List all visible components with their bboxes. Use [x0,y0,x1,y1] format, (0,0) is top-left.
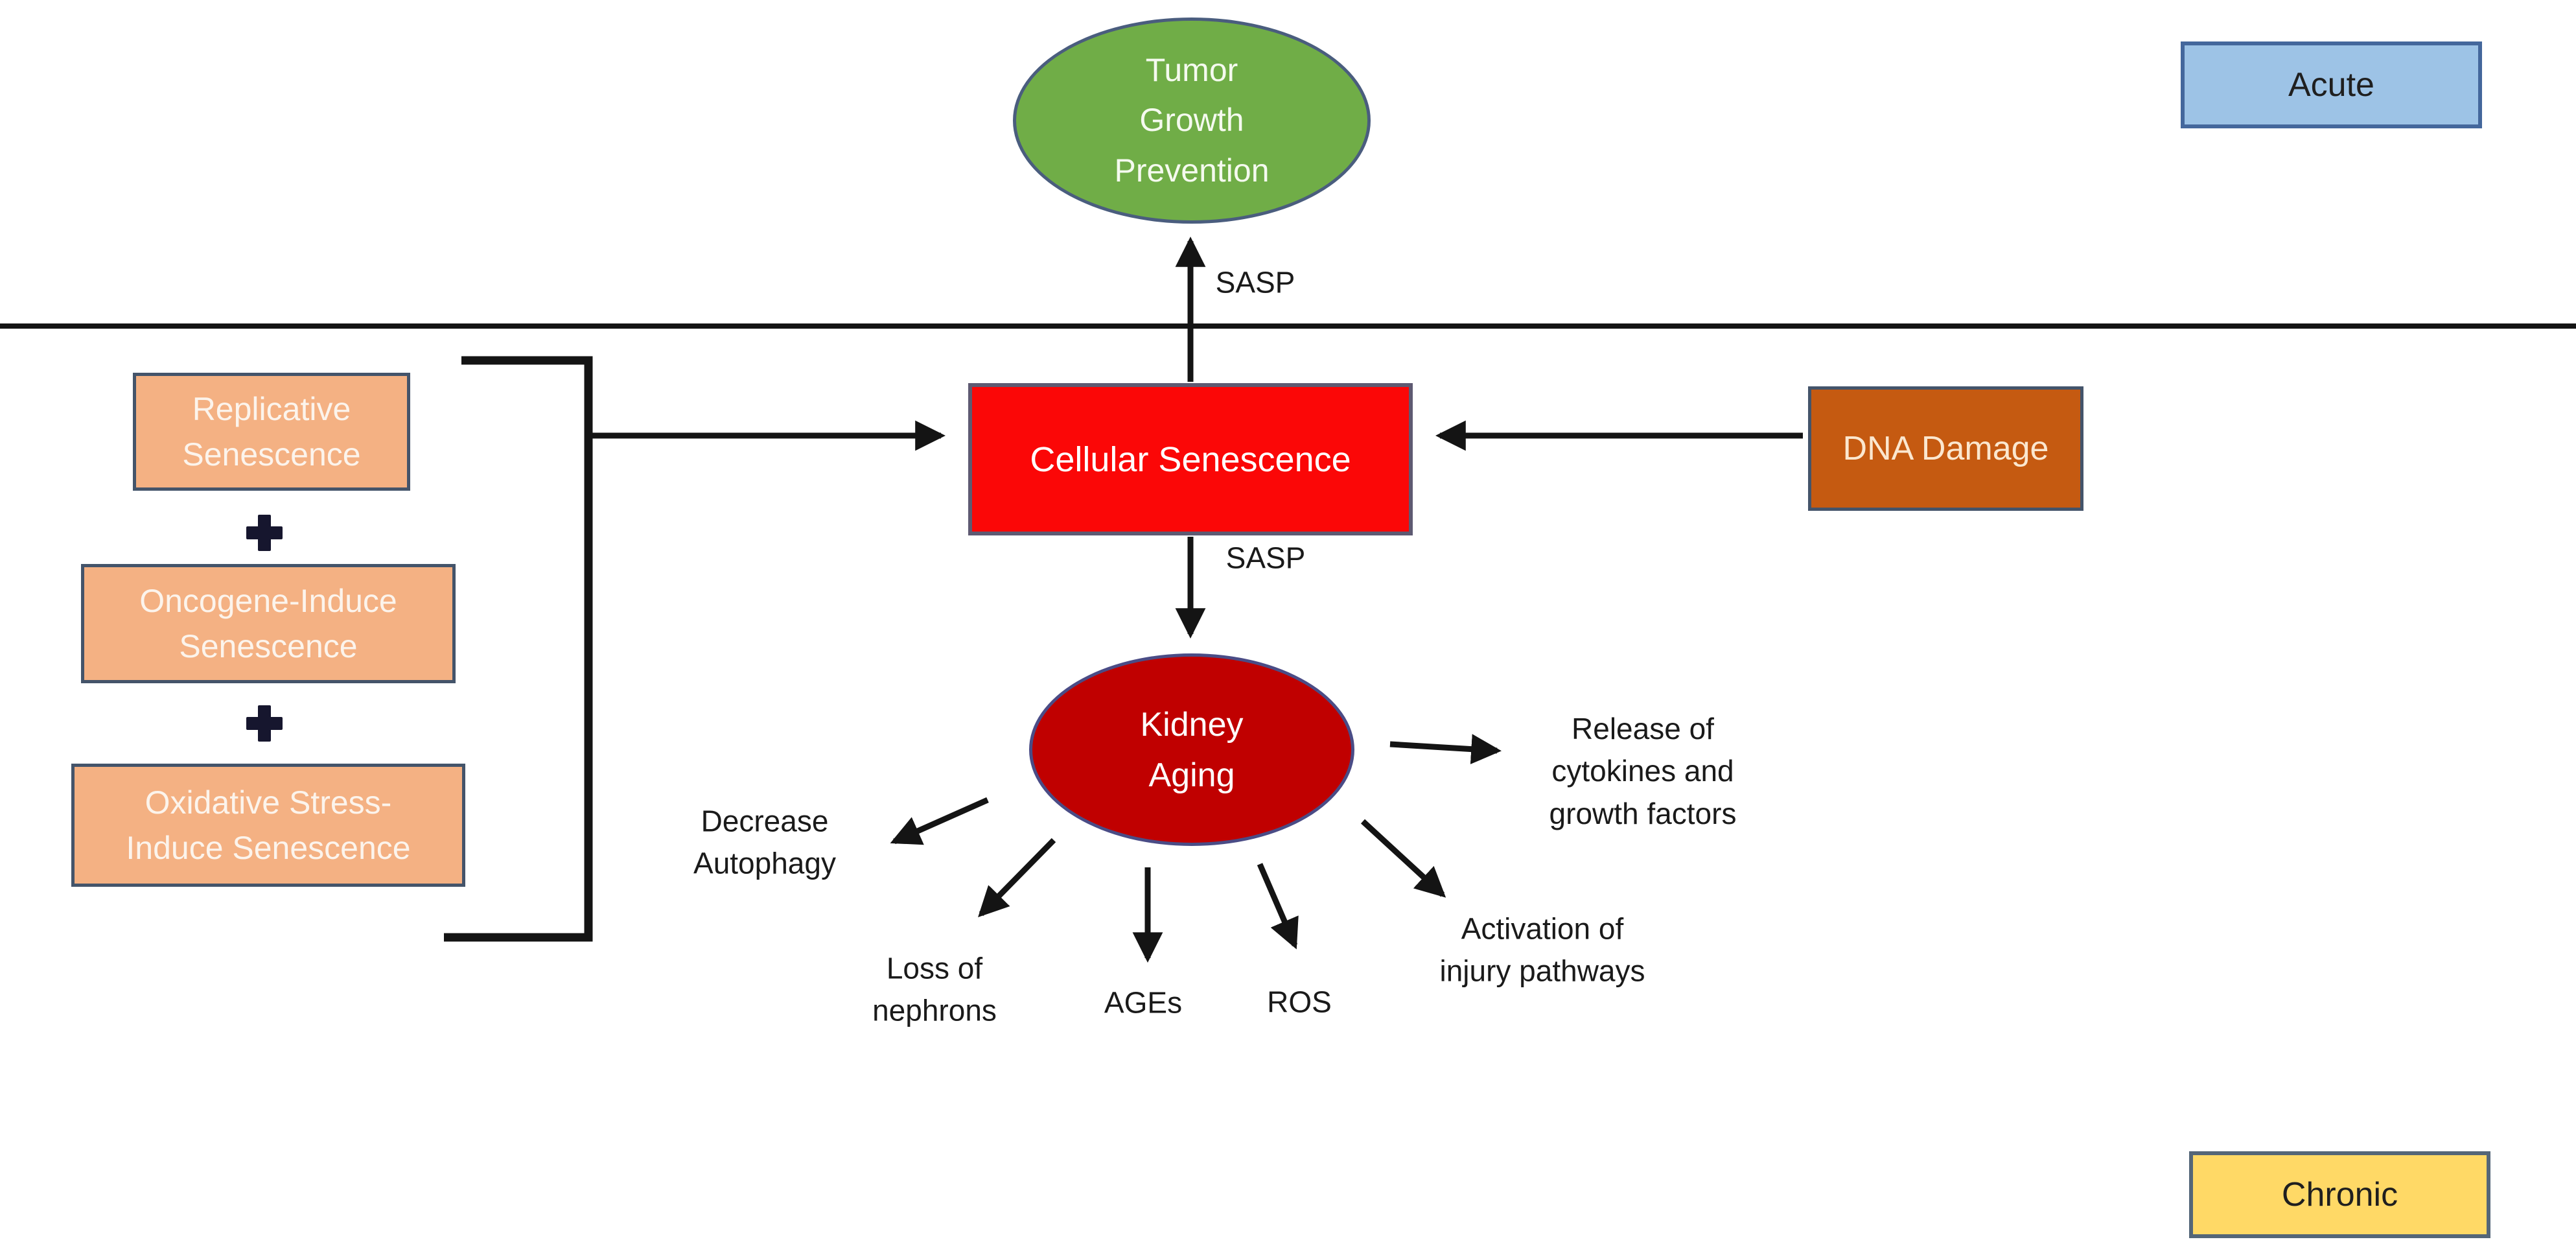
sasp-label-top: SASP [1215,265,1295,299]
plus-icon [246,515,283,551]
acute-zone-box: Acute [2181,41,2482,128]
connectors [0,236,2576,963]
plus-icon-horizontal-bar [246,526,283,539]
kidney-aging-label: Kidney Aging [1140,705,1244,794]
chronic-zone-label: Chronic [2281,1176,2398,1214]
arrow-kidney-to-loss-of-nephrons [978,838,1056,918]
plus-icon-horizontal-bar [246,717,283,730]
arrow-kidney-to-decrease-autophagy [890,797,989,845]
arrow-kidney-to-ros [1257,863,1299,950]
chronic-zone-box: Chronic [2189,1151,2490,1238]
cellular-senescence-node: Cellular Senescence [968,383,1413,535]
decrease-autophagy-label: Decrease Autophagy [693,804,836,880]
oncogene-induce-senescence-label: Oncogene-Induce Senescence [139,583,397,664]
oxidative-stress-induce-senescence-label: Oxidative Stress- Induce Senescence [126,784,411,866]
oxidative-stress-induce-senescence-node: Oxidative Stress- Induce Senescence [71,764,465,887]
grouping-bracket [444,356,593,942]
ros-label: ROS [1267,985,1332,1019]
dna-damage-node: DNA Damage [1808,386,2083,511]
acute-zone-label: Acute [2288,66,2374,104]
ages-label: AGEs [1104,985,1183,1020]
plus-icon [246,705,283,742]
activation-injury-pathways-label: Activation of injury pathways [1439,911,1645,988]
replicative-senescence-node: Replicative Senescence [133,373,410,491]
sasp-label-bottom: SASP [1225,541,1306,575]
tumor-growth-prevention-node: Tumor Growth Prevention [1013,18,1371,224]
arrow-kidney-to-activation-injury [1360,819,1446,898]
oncogene-induce-senescence-node: Oncogene-Induce Senescence [81,564,456,683]
tumor-growth-prevention-label: Tumor Growth Prevention [1114,51,1270,189]
kidney-aging-node: Kidney Aging [1029,653,1354,846]
loss-of-nephrons-label: Loss of nephrons [872,951,997,1027]
replicative-senescence-label: Replicative Senescence [182,391,361,473]
dna-damage-label: DNA Damage [1842,430,2049,467]
arrow-kidney-to-release-cytokines [1389,734,1502,764]
release-cytokines-growth-factors-label: Release of cytokines and growth factors [1549,712,1737,830]
cellular-senescence-label: Cellular Senescence [1030,440,1351,479]
